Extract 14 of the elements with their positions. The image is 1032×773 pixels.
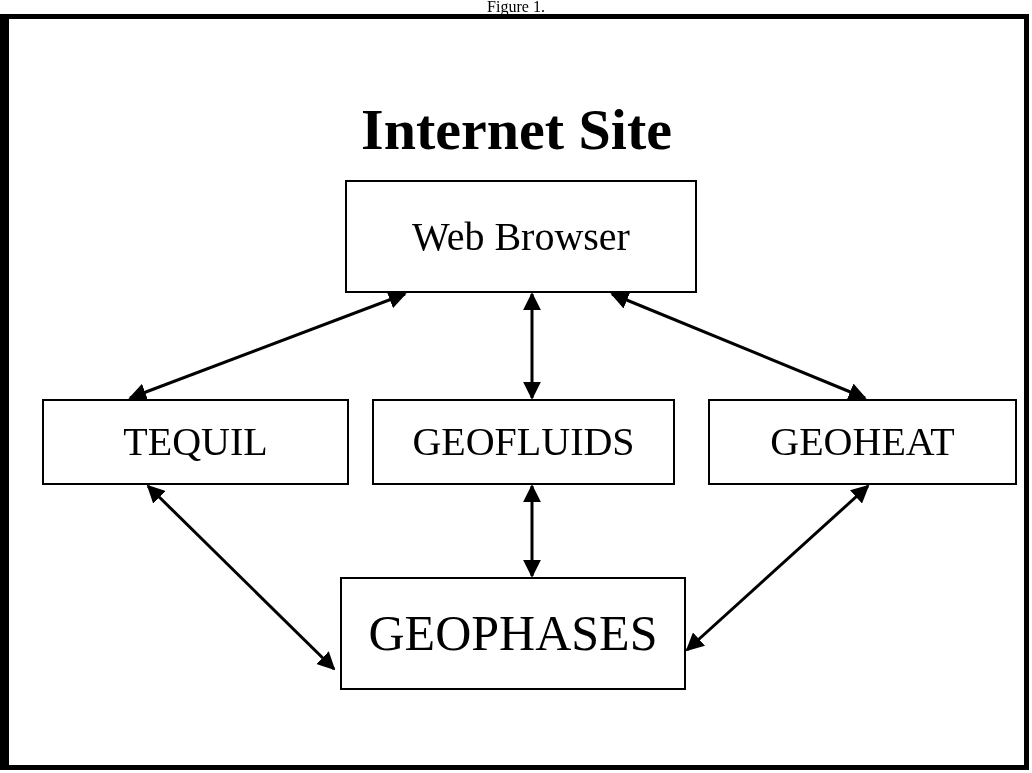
double-arrow (128, 291, 407, 401)
double-arrow (146, 484, 336, 671)
double-arrow (523, 484, 541, 578)
process-box: GEOHEAT (708, 399, 1017, 485)
process-box: GEOFLUIDS (372, 399, 675, 485)
double-arrow (523, 292, 541, 400)
double-arrow (610, 291, 867, 401)
process-box: TEQUIL (42, 399, 349, 485)
process-box: GEOPHASES (340, 577, 686, 690)
frame-heading: Internet Site (360, 96, 673, 164)
process-box: Web Browser (345, 180, 697, 293)
figure-caption: Figure 1. (486, 0, 546, 14)
frame (0, 14, 1029, 770)
double-arrow (685, 484, 870, 652)
